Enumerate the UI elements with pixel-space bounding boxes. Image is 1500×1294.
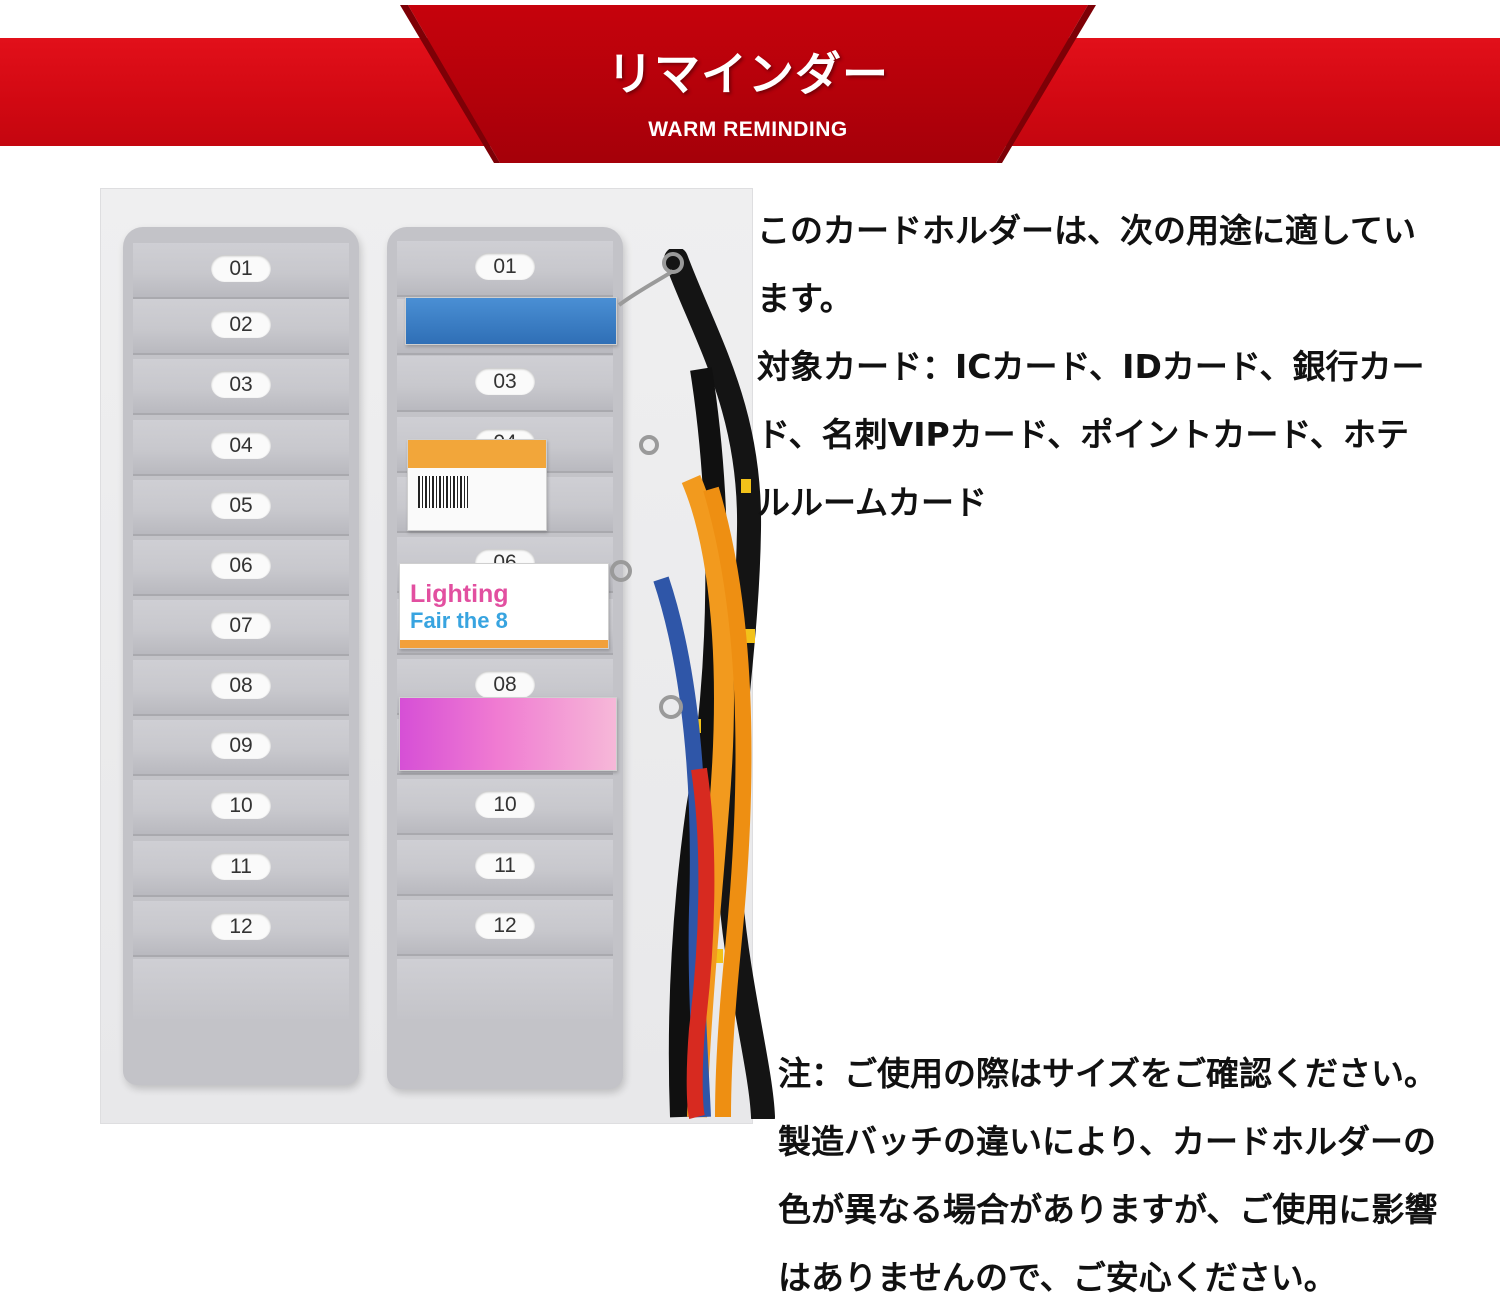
- card-stripe: [408, 440, 546, 468]
- barcode-card: [407, 439, 547, 531]
- slot-number: 09: [211, 732, 271, 759]
- red-lanyard: [686, 767, 715, 1119]
- banner-trapezoid: [400, 5, 1096, 163]
- card-text: Lighting: [410, 580, 509, 608]
- usage-line: ます。: [757, 279, 853, 318]
- holder-slot-empty: [133, 959, 349, 1019]
- holder-slot: 12: [397, 900, 613, 956]
- slot-number: 01: [475, 253, 535, 280]
- slot-number: 02: [211, 311, 271, 338]
- usage-description: このカードホルダーは、次の用途に適してい ます。 対象カード：ICカード、IDカ…: [757, 203, 1499, 543]
- slot-number: 11: [211, 853, 271, 880]
- holder-slot: 10: [133, 780, 349, 836]
- orange-lanyard: [703, 486, 752, 1118]
- card-text: Fair the 8: [410, 608, 508, 633]
- holder-slot: 11: [397, 840, 613, 896]
- holder-slot: 04: [133, 420, 349, 476]
- note-line: 製造バッチの違いにより、カードホルダーの: [778, 1122, 1437, 1161]
- holder-slot: 11: [133, 841, 349, 897]
- slot-number: 03: [211, 371, 271, 398]
- holder-slot: 09: [133, 720, 349, 776]
- holder-slot: 07: [133, 600, 349, 656]
- note-description: 注：ご使用の際はサイズをご確認ください。 製造バッチの違いにより、カードホルダー…: [778, 1046, 1498, 1294]
- holder-slot: 01: [397, 241, 613, 297]
- usage-line: ド、名刺VIPカード、ポイントカード、ホテ: [757, 415, 1410, 454]
- usage-line: 対象カード：ICカード、IDカード、銀行カー: [757, 347, 1425, 386]
- slot-number: 03: [475, 368, 535, 395]
- slot-number: 05: [211, 492, 271, 519]
- lanyards-illustration: [610, 249, 775, 1119]
- note-line: 注：ご使用の際はサイズをご確認ください。: [778, 1054, 1438, 1093]
- holder-slot: 02: [133, 299, 349, 355]
- slot-number: 08: [475, 671, 535, 698]
- clip-icon: [610, 252, 684, 719]
- card-holder-left: 01 02 03 04 05 06 07 08 09 10 11 12: [123, 227, 359, 1085]
- banner-title: リマインダー: [607, 47, 889, 101]
- slot-number: 06: [211, 552, 271, 579]
- slot-number: 12: [475, 912, 535, 939]
- slot-number: 11: [475, 852, 535, 879]
- note-line: 色が異なる場合がありますが、ご使用に影響: [778, 1190, 1438, 1229]
- holder-slot: 06: [133, 540, 349, 596]
- holder-slot: 03: [133, 359, 349, 415]
- product-photo: 01 02 03 04 05 06 07 08 09 10 11 12 01 0…: [100, 188, 775, 1124]
- banner-subtitle: WARM REMINDING: [648, 118, 848, 141]
- note-line: はありませんので、ご安心ください。: [778, 1258, 1337, 1294]
- blue-card: [405, 297, 617, 345]
- slot-number: 10: [475, 791, 535, 818]
- usage-line: このカードホルダーは、次の用途に適してい: [757, 211, 1417, 250]
- holder-slot: 05: [133, 480, 349, 536]
- holder-slot: 10: [397, 779, 613, 835]
- holder-slot: 01: [133, 243, 349, 299]
- holder-slot: 08: [133, 660, 349, 716]
- barcode-icon: [418, 476, 468, 508]
- slot-number: 01: [211, 255, 271, 282]
- holder-slot: 03: [397, 356, 613, 412]
- slot-number: 04: [211, 432, 271, 459]
- slot-number: 07: [211, 612, 271, 639]
- slot-number: 10: [211, 792, 271, 819]
- slot-number: 08: [211, 672, 271, 699]
- holder-slot: 12: [133, 901, 349, 957]
- holder-slot-empty: [397, 959, 613, 1019]
- pink-card: [399, 697, 617, 771]
- slot-number: 12: [211, 913, 271, 940]
- usage-line: ルルームカード: [757, 483, 988, 522]
- lighting-fair-card: Lighting Fair the 8: [399, 563, 609, 649]
- card-stripe: [400, 640, 608, 648]
